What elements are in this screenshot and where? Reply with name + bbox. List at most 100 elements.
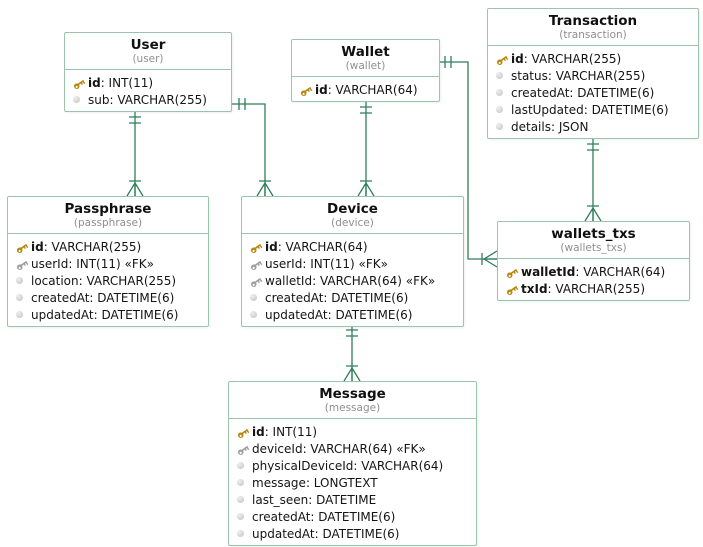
column-icon (14, 294, 31, 301)
entity-title: Transaction (548, 13, 638, 29)
entity-subtitle: (message) (324, 402, 381, 414)
column-row[interactable]: deviceId: VARCHAR(64) «FK» (235, 440, 470, 457)
column-row[interactable]: sub: VARCHAR(255) (71, 91, 225, 108)
column-icon (494, 106, 511, 113)
entity-user[interactable]: User (user) id: INT(11)sub: VARCHAR(255) (64, 32, 232, 112)
column-row[interactable]: updatedAt: DATETIME(6) (248, 306, 457, 323)
entity-title: Message (319, 386, 386, 402)
entity-message[interactable]: Message (message) id: INT(11) deviceId: V… (228, 381, 477, 546)
column-text: createdAt: DATETIME(6) (252, 509, 396, 524)
column-text: createdAt: DATETIME(6) (265, 290, 409, 305)
column-text: id: INT(11) (252, 424, 318, 439)
column-icon (14, 311, 31, 318)
column-row[interactable]: updatedAt: DATETIME(6) (14, 306, 202, 323)
entity-columns: id: VARCHAR(255)status: VARCHAR(255) crea… (488, 46, 698, 138)
primary-key-icon (235, 425, 252, 438)
foreign-key-icon (235, 442, 252, 455)
entity-columns: id: VARCHAR(255)userId: INT(11) «FK»loca… (8, 234, 208, 326)
primary-key-icon (504, 282, 521, 295)
column-row[interactable]: lastUpdated: DATETIME(6) (494, 101, 692, 118)
column-row[interactable]: userId: INT(11) «FK» (14, 255, 202, 272)
entity-header: Passphrase (passphrase) (8, 197, 208, 234)
column-row[interactable]: last_seen: DATETIME (235, 491, 470, 508)
column-row[interactable]: physicalDeviceId: VARCHAR(64) (235, 457, 470, 474)
column-text: lastUpdated: DATETIME(6) (511, 102, 669, 117)
column-icon (235, 496, 252, 503)
entity-wallet[interactable]: Wallet (wallet) id: VARCHAR(64) (291, 39, 440, 102)
entity-subtitle: (transaction) (559, 29, 627, 41)
column-row[interactable]: id: VARCHAR(255) (494, 50, 692, 67)
column-row[interactable]: id: INT(11) (71, 74, 225, 91)
column-text: status: VARCHAR(255) (511, 68, 646, 83)
column-text: walletId: VARCHAR(64) (521, 264, 666, 279)
column-text: updatedAt: DATETIME(6) (31, 307, 179, 322)
column-row[interactable]: createdAt: DATETIME(6) (14, 289, 202, 306)
column-icon (71, 96, 88, 103)
column-text: userId: INT(11) «FK» (265, 256, 388, 271)
primary-key-icon (494, 52, 511, 65)
entity-columns: id: VARCHAR(64) userId: INT(11) «FK» walle… (242, 234, 463, 326)
column-row[interactable]: id: VARCHAR(255) (14, 238, 202, 255)
relationship-line[interactable] (230, 98, 274, 197)
entity-transaction[interactable]: Transaction (transaction) id: VARCHAR(25… (487, 8, 699, 139)
column-row[interactable]: details: JSON (494, 118, 692, 135)
relationship-line[interactable] (343, 322, 361, 382)
column-row[interactable]: message: LONGTEXT (235, 474, 470, 491)
column-text: id: VARCHAR(255) (31, 239, 142, 254)
column-text: deviceId: VARCHAR(64) «FK» (252, 441, 426, 456)
column-row[interactable]: createdAt: DATETIME(6) (494, 84, 692, 101)
column-row[interactable]: txId: VARCHAR(255) (504, 280, 683, 297)
column-text: id: VARCHAR(64) (315, 82, 418, 97)
column-row[interactable]: id: VARCHAR(64) (298, 81, 433, 98)
column-text: id: VARCHAR(64) (265, 239, 368, 254)
column-row[interactable]: createdAt: DATETIME(6) (235, 508, 470, 525)
column-icon (494, 72, 511, 79)
entity-header: Device (device) (242, 197, 463, 234)
entity-subtitle: (device) (331, 217, 374, 229)
column-text: createdAt: DATETIME(6) (31, 290, 175, 305)
column-text: physicalDeviceId: VARCHAR(64) (252, 458, 444, 473)
column-row[interactable]: updatedAt: DATETIME(6) (235, 525, 470, 542)
entity-wallets-txs[interactable]: wallets_txs (wallets_txs) walletId: VARC… (497, 221, 690, 301)
entity-columns: id: INT(11) deviceId: VARCHAR(64) «FK» phy… (229, 419, 476, 545)
column-text: last_seen: DATETIME (252, 492, 377, 507)
column-row[interactable]: status: VARCHAR(255) (494, 67, 692, 84)
column-text: createdAt: DATETIME(6) (511, 85, 655, 100)
relationship-line[interactable] (357, 99, 375, 197)
column-row[interactable]: walletId: VARCHAR(64) (504, 263, 683, 280)
column-row[interactable]: id: VARCHAR(64) (248, 238, 457, 255)
column-row[interactable]: location: VARCHAR(255) (14, 272, 202, 289)
entity-title: Wallet (341, 44, 390, 60)
entity-title: wallets_txs (551, 226, 636, 242)
entity-subtitle: (user) (132, 53, 164, 65)
column-text: details: JSON (511, 119, 589, 134)
primary-key-icon (248, 240, 265, 253)
column-icon (248, 311, 265, 318)
entity-columns: id: VARCHAR(64) (292, 77, 439, 101)
column-text: updatedAt: DATETIME(6) (265, 307, 413, 322)
column-icon (248, 294, 265, 301)
relationship-line[interactable] (438, 56, 498, 268)
relationship-line[interactable] (584, 135, 602, 222)
entity-header: Transaction (transaction) (488, 9, 698, 46)
column-text: updatedAt: DATETIME(6) (252, 526, 400, 541)
column-text: location: VARCHAR(255) (31, 273, 177, 288)
entity-passphrase[interactable]: Passphrase (passphrase) id: VARCHAR(255)… (7, 196, 209, 327)
relationship-line[interactable] (126, 107, 144, 197)
primary-key-icon (14, 240, 31, 253)
entity-device[interactable]: Device (device) id: VARCHAR(64) userId: I… (241, 196, 464, 327)
column-row[interactable]: id: INT(11) (235, 423, 470, 440)
entity-subtitle: (wallets_txs) (560, 242, 627, 254)
entity-header: User (user) (65, 33, 231, 70)
entity-title: Passphrase (64, 201, 152, 217)
column-icon (235, 479, 252, 486)
entity-header: Wallet (wallet) (292, 40, 439, 77)
column-row[interactable]: walletId: VARCHAR(64) «FK» (248, 272, 457, 289)
entity-header: Message (message) (229, 382, 476, 419)
column-row[interactable]: userId: INT(11) «FK» (248, 255, 457, 272)
column-row[interactable]: createdAt: DATETIME(6) (248, 289, 457, 306)
column-text: walletId: VARCHAR(64) «FK» (265, 273, 436, 288)
column-text: id: INT(11) (88, 75, 154, 90)
